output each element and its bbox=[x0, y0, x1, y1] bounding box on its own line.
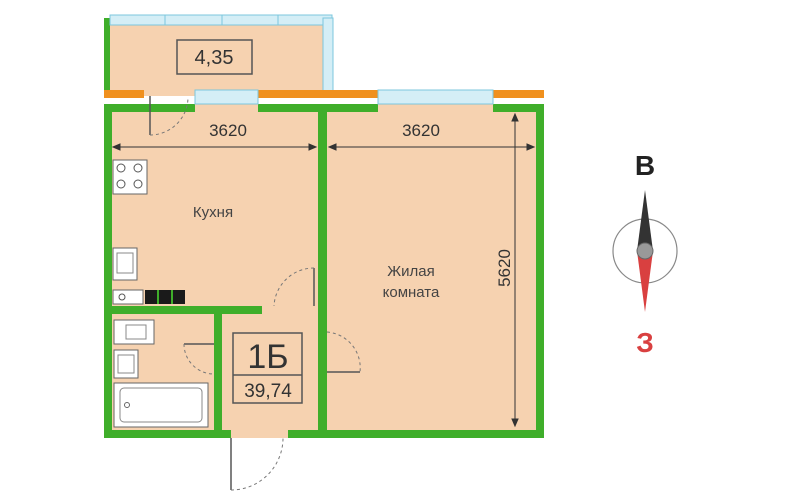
entrance-door bbox=[230, 437, 284, 491]
toilet-icon bbox=[113, 319, 155, 345]
living-room-label-line1: Жилая bbox=[387, 263, 434, 280]
compass-needle-south bbox=[637, 251, 653, 312]
apartment-area: 39,74 bbox=[244, 381, 292, 402]
interior-walls bbox=[112, 112, 327, 438]
balcony-window-side bbox=[322, 17, 334, 97]
compass-north-letter: В bbox=[635, 150, 655, 181]
stove-icon bbox=[112, 159, 148, 195]
kitchen-counter-icon bbox=[112, 289, 185, 305]
balcony-window-top bbox=[109, 14, 333, 26]
compass: В З bbox=[612, 150, 678, 358]
living-depth-dimension: 5620 bbox=[495, 249, 514, 287]
compass-needle-north bbox=[637, 190, 653, 251]
kitchen-door bbox=[273, 267, 315, 307]
bathroom-sink-icon bbox=[113, 349, 139, 379]
balcony-floor bbox=[104, 18, 332, 96]
window-living bbox=[377, 89, 494, 105]
bathroom-door bbox=[183, 343, 215, 375]
balcony-wall bbox=[104, 18, 110, 96]
compass-south-letter: З bbox=[636, 327, 654, 358]
balcony: 4,35 bbox=[104, 14, 334, 97]
window-kitchen bbox=[194, 89, 259, 105]
balcony-area: 4,35 bbox=[195, 47, 234, 69]
compass-center bbox=[636, 242, 654, 260]
living-width-dimension: 3620 bbox=[402, 121, 440, 140]
bathtub-icon bbox=[113, 382, 209, 428]
balcony-door-swing bbox=[149, 97, 189, 136]
kitchen-label: Кухня bbox=[193, 204, 233, 221]
living-room-label-line2: комната bbox=[383, 284, 440, 301]
kitchen-width-dimension: 3620 bbox=[209, 121, 247, 140]
living-door bbox=[326, 331, 361, 373]
apartment-info-box: 1Б 39,74 bbox=[232, 332, 303, 404]
kitchen-sink-icon bbox=[112, 247, 138, 281]
dimension-lines bbox=[111, 112, 536, 428]
wall-accents bbox=[104, 90, 544, 98]
apartment-type: 1Б bbox=[247, 338, 288, 376]
balcony-area-box bbox=[176, 39, 253, 75]
